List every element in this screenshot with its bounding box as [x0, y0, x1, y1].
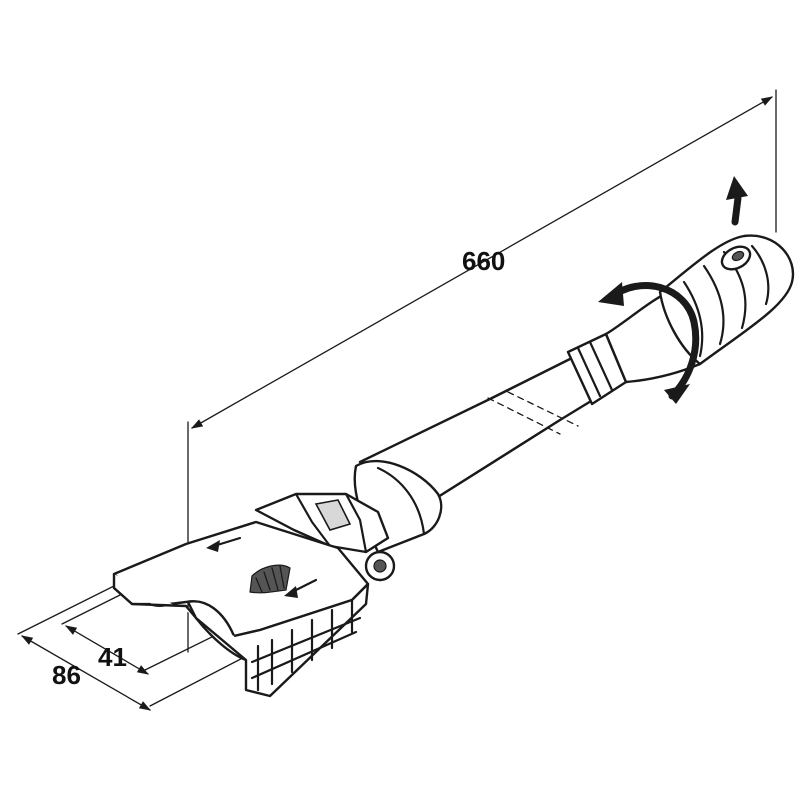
tool-handle: [566, 234, 795, 406]
inner-width-label: 41: [98, 642, 127, 672]
direction-arrow-icon: [206, 536, 318, 598]
length-label: 660: [462, 246, 505, 276]
width-dimensions: 86 41: [17, 577, 263, 711]
outer-width-label: 86: [52, 660, 81, 690]
pull-up-arrow-icon: [726, 176, 748, 226]
length-dimension: 660: [187, 89, 777, 653]
fork-head: [112, 492, 396, 698]
rotate-arrow-icon: [598, 282, 700, 404]
